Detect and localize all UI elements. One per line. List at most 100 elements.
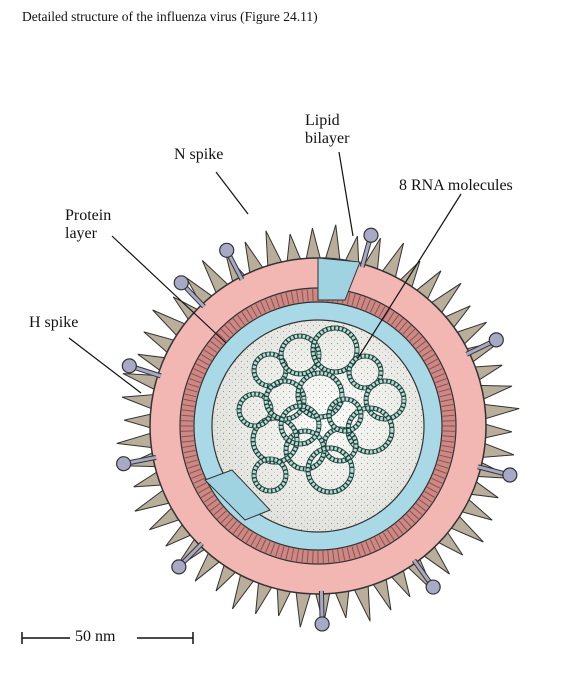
lipid-stripe [332, 550, 335, 563]
lipid-stripe [435, 378, 447, 384]
lipid-stripe [224, 325, 234, 335]
lipid-stripe [433, 473, 445, 479]
lipid-stripe [182, 404, 195, 407]
lipid-stripe [270, 543, 276, 555]
lipid-stripe [280, 546, 285, 558]
lipid-stripe [436, 383, 449, 388]
lipid-stripe [232, 318, 242, 329]
lipid-stripe [228, 520, 238, 531]
lipid-stripe [418, 499, 430, 507]
lipid-stripe [275, 295, 280, 308]
rna-coil-beads [279, 334, 321, 376]
protein-cut-face-top [317, 257, 361, 301]
lipid-stripe [442, 414, 455, 417]
lipid-stripe [193, 368, 205, 375]
lipid-stripe [250, 534, 258, 546]
lipid-stripe [415, 502, 426, 512]
lipid-stripe [382, 532, 391, 544]
lipid-stripe [193, 477, 205, 484]
lipid-stripe [181, 435, 194, 438]
lipid-stripe [306, 289, 309, 302]
lipid-stripe [431, 477, 443, 484]
lipid-stripe [237, 314, 245, 326]
lipid-stripe [387, 311, 395, 323]
n-spike-knob [502, 467, 518, 483]
lipid-stripe [435, 468, 447, 474]
lipid-stripe [275, 544, 280, 557]
n-spike-knob [363, 227, 379, 243]
lipid-stripe [280, 294, 285, 306]
lipid-stripe [341, 548, 346, 561]
lipid-stripe [429, 363, 441, 370]
lipid-stripe [351, 294, 356, 306]
lipid-stripe [365, 299, 371, 311]
lipid-stripe [436, 464, 449, 469]
n-spike-knob [173, 275, 189, 291]
lipid-stripe [217, 510, 227, 520]
label-lipid-line2: bilayer [305, 130, 350, 147]
lipid-stripe [394, 318, 404, 329]
lipid-stripe [360, 543, 366, 555]
lipid-stripe [441, 404, 454, 407]
lipid-stripe [232, 523, 242, 534]
rna-coil-beads [311, 326, 359, 374]
lipid-stripe [391, 526, 399, 538]
scale-bar-label: 50 nm [75, 628, 116, 645]
lipid-stripe [245, 308, 254, 320]
lipid-stripe [260, 301, 267, 313]
lipid-stripe [255, 303, 262, 315]
lipid-stripe [382, 308, 391, 320]
lipid-stripe [433, 373, 445, 379]
lipid-stripe [237, 526, 245, 538]
rna-coil-beads [364, 379, 406, 421]
lipid-stripe [406, 514, 416, 524]
lipid-stripe [374, 537, 381, 549]
lipid-stripe [438, 459, 450, 464]
lipid-stripe [265, 299, 271, 311]
lipid-stripe [195, 363, 207, 370]
lipid-stripe [184, 393, 197, 398]
lipid-stripe [409, 332, 419, 342]
rna-coil-beads [306, 446, 354, 494]
n-spike-knob [488, 332, 504, 348]
lipid-stripe [346, 547, 351, 560]
lipid-stripe [409, 510, 419, 520]
n-spike-knob [171, 559, 187, 575]
rna-coil-beads [347, 354, 383, 390]
lipid-stripe [301, 550, 304, 563]
leader-n-spike [215, 171, 249, 215]
lipid-stripe [191, 473, 203, 479]
lipid-stripe [260, 539, 267, 551]
lipid-stripe [191, 373, 203, 379]
lipid-stripe [426, 358, 438, 366]
lipid-stripe [351, 546, 356, 558]
label-protein-line2: layer [65, 225, 97, 242]
lipid-stripe [195, 482, 207, 489]
label-rna: 8 RNA molecules [399, 177, 513, 194]
lipid-stripe [442, 435, 455, 438]
lipid-stripe [186, 459, 198, 464]
label-protein-line1: Protein [65, 207, 112, 224]
lipid-stripe [412, 336, 423, 346]
leader-lines [68, 151, 462, 394]
lipid-stripe [213, 506, 224, 516]
lipid-stripes [181, 289, 455, 563]
lipid-stripe [439, 393, 452, 398]
lipid-stripe [402, 517, 412, 527]
lipid-stripe [285, 547, 290, 560]
lipid-stripe [290, 548, 295, 561]
rna-coil-beads [252, 457, 288, 493]
lipid-stripe [198, 358, 210, 366]
figure-caption: Detailed structure of the influenza viru… [22, 9, 318, 24]
lipid-stripe [374, 303, 381, 315]
lipid-stripe [200, 353, 212, 362]
lipid-stripe [217, 332, 227, 342]
rna-coil-cluster [236, 325, 407, 495]
lipid-stripe [424, 353, 436, 362]
lipid-stripe [186, 388, 198, 393]
n-spike-knob [219, 242, 235, 258]
lipid-stripe [391, 314, 399, 326]
lipid-stripe [438, 388, 450, 393]
leader-protein-layer [111, 235, 227, 344]
lipid-stripe [203, 495, 215, 503]
